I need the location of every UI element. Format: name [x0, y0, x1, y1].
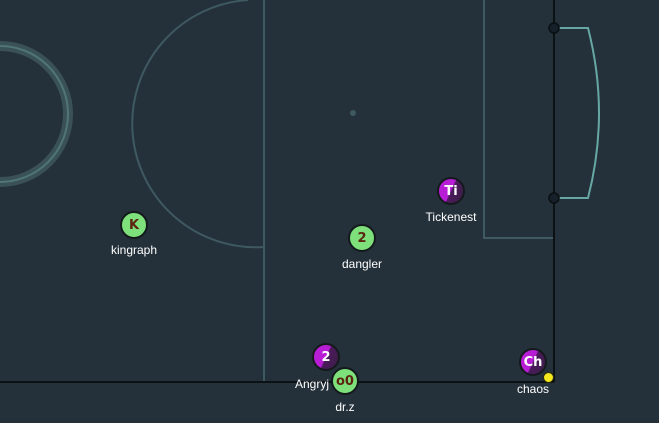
player-disc[interactable]: o0	[331, 367, 359, 395]
goal-post-bottom	[548, 192, 560, 204]
player-badge: 2	[321, 349, 331, 365]
player-name: kingraph	[110, 243, 158, 257]
player-disc[interactable]: Ti	[437, 177, 465, 205]
player-badge: o0	[336, 373, 354, 389]
player-name: Angryj	[294, 377, 330, 391]
centre-circle-arc	[131, 0, 265, 249]
player-badge: Ch	[523, 354, 543, 370]
centre-spot	[350, 110, 356, 116]
player-badge: 2	[357, 230, 367, 246]
player-badge: K	[128, 217, 140, 233]
goal-post-top	[548, 22, 560, 34]
player-badge: Ti	[444, 183, 458, 199]
player-disc[interactable]: K	[120, 211, 148, 239]
player-disc[interactable]: 2	[348, 224, 376, 252]
ball	[542, 371, 554, 383]
player-disc[interactable]: Ch	[519, 348, 547, 376]
goal-net	[554, 27, 600, 199]
left-circle	[0, 45, 69, 183]
player-disc[interactable]: 2	[312, 343, 340, 371]
penalty-box	[483, 0, 554, 239]
player-name: dangler	[341, 257, 383, 271]
player-name: Tickenest	[425, 210, 477, 224]
player-name: chaos	[516, 382, 550, 396]
player-name: dr.z	[335, 400, 355, 414]
